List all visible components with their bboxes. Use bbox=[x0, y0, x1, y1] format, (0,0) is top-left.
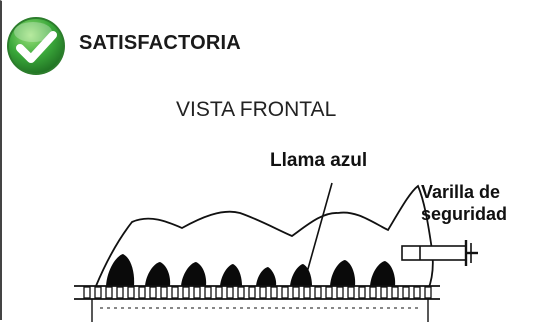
flame-cone bbox=[370, 261, 396, 286]
safety-rod-label: Varilla de seguridad bbox=[421, 181, 507, 225]
blue-flames bbox=[106, 254, 396, 286]
flame-cone bbox=[330, 260, 356, 286]
safety-rod-label-line1: Varilla de bbox=[421, 182, 501, 202]
flame-cone bbox=[220, 264, 242, 286]
flame-cone bbox=[181, 262, 207, 286]
flame-cone bbox=[256, 267, 277, 286]
safety-rod bbox=[401, 240, 478, 266]
flame-cone bbox=[145, 262, 171, 286]
flame-cone bbox=[290, 264, 312, 286]
safety-rod-label-line2: seguridad bbox=[421, 204, 508, 224]
view-title: VISTA FRONTAL bbox=[176, 98, 337, 121]
flame-cone bbox=[106, 254, 135, 286]
burner-body bbox=[91, 299, 429, 322]
flame-envelope-outline bbox=[95, 184, 434, 291]
burner-port-rail bbox=[74, 285, 440, 300]
flame-label: Llama azul bbox=[270, 150, 368, 171]
status-label: SATISFACTORIA bbox=[79, 32, 241, 54]
check-circle-icon bbox=[7, 17, 65, 75]
flame-pointer-line bbox=[305, 182, 333, 277]
